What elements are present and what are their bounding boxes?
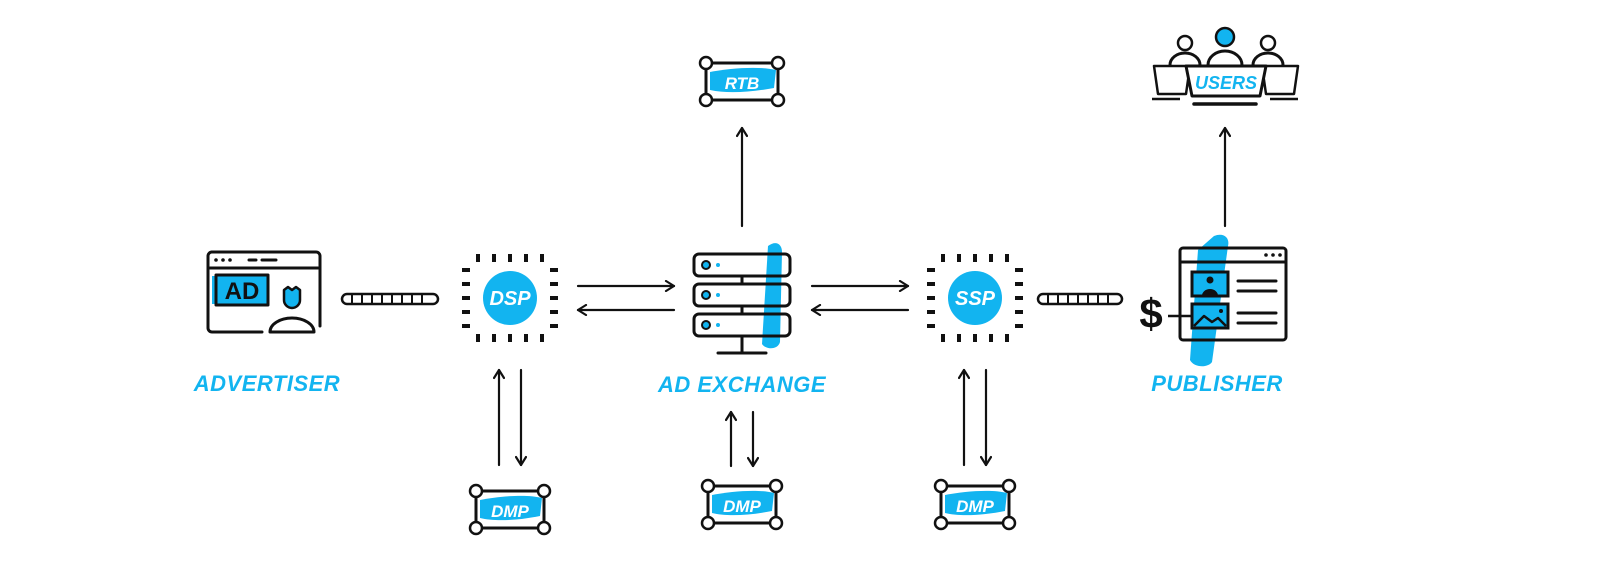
exchange-ssp-arrows	[810, 286, 910, 310]
exchange-dmp-arrows	[731, 410, 753, 468]
users-node: USERS	[1152, 26, 1300, 106]
dmp-label: DMP	[956, 497, 994, 516]
dsp-exchange-arrows	[576, 286, 676, 310]
chip-icon: SSP	[927, 254, 1023, 342]
dmp-exchange-node: DMP	[700, 478, 784, 531]
publisher-label: PUBLISHER	[1151, 371, 1283, 396]
rtb-node: RTB	[698, 55, 786, 108]
dmp-label: DMP	[491, 502, 529, 521]
ssp-dmp-arrows	[964, 368, 986, 467]
browser-ad-icon: AD	[206, 250, 322, 334]
users-label: USERS	[1195, 73, 1257, 93]
users-laptops-icon: USERS	[1152, 26, 1300, 106]
currency-icon: $	[1139, 290, 1162, 337]
server-icon	[692, 243, 792, 355]
publisher-node: $ PUBLISHER	[1139, 234, 1288, 396]
ad-exchange-node: AD EXCHANGE	[657, 243, 827, 397]
ad-exchange-label: AD EXCHANGE	[657, 372, 827, 397]
chip-icon: DSP	[462, 254, 558, 342]
ad-badge: AD	[225, 278, 260, 305]
advertiser-label: ADVERTISER	[193, 371, 340, 396]
ssp-node: SSP	[927, 254, 1023, 342]
advertiser-node: AD ADVERTISER	[193, 250, 340, 396]
dmp-dsp-node: DMP	[468, 483, 552, 536]
dmp-label: DMP	[723, 497, 761, 516]
chain-link-icon	[1036, 292, 1124, 306]
webpage-icon	[1168, 234, 1288, 367]
dsp-dmp-arrows	[499, 368, 521, 467]
ssp-label: SSP	[955, 288, 996, 310]
dmp-ssp-node: DMP	[933, 478, 1017, 531]
rtb-label: RTB	[725, 74, 760, 93]
dsp-label: DSP	[489, 288, 531, 310]
dsp-node: DSP	[462, 254, 558, 342]
chain-link-icon	[340, 292, 440, 306]
